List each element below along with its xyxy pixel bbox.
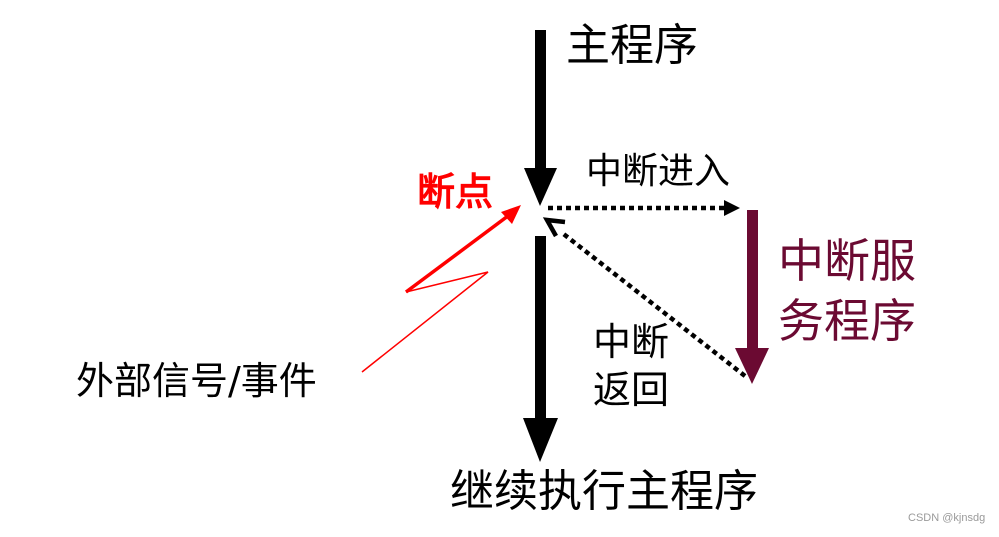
isr-arrow <box>735 210 769 384</box>
external-signal-line <box>361 271 489 373</box>
interrupt-entry-label: 中断进入 <box>586 151 731 192</box>
external-signal-label: 外部信号/事件 <box>76 359 317 403</box>
breakpoint-label: 断点 <box>417 170 494 214</box>
interrupt-return-label-line1: 中断 <box>593 320 670 364</box>
breakpoint-arrow <box>404 205 521 294</box>
continue-main-arrow <box>523 236 558 462</box>
isr-label-line2: 务程序 <box>778 294 916 348</box>
main-program-label: 主程序 <box>566 20 698 71</box>
interrupt-return-label-line2: 返回 <box>593 368 670 412</box>
interrupt-return-arrow <box>542 217 747 378</box>
main-program-arrow <box>524 30 557 206</box>
interrupt-entry-arrow <box>548 200 740 216</box>
watermark: CSDN @kjnsdg <box>908 512 986 524</box>
isr-label-line1: 中断服 <box>778 234 916 288</box>
continue-main-label: 继续执行主程序 <box>450 466 758 517</box>
